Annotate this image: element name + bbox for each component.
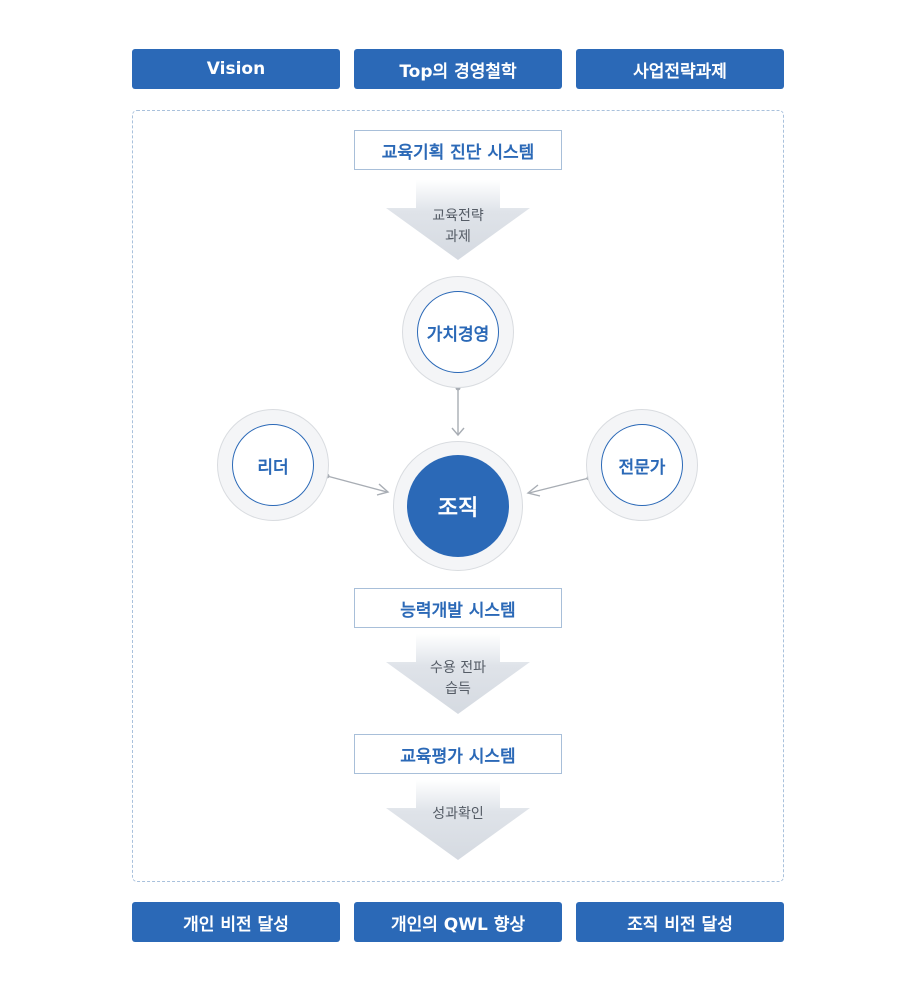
connector-right-head <box>526 484 541 497</box>
personal-qwl-button[interactable]: 개인의 QWL 향상 <box>354 902 562 942</box>
arrow-3-line-1: 성과확인 <box>432 806 484 822</box>
connector-top-head <box>451 427 465 437</box>
leader-node: 리더 <box>217 409 329 521</box>
arrow-2-line-1: 수용 전파 <box>430 660 486 676</box>
top-philosophy-button[interactable]: Top의 경영철학 <box>354 49 562 89</box>
arrow-1-line-2: 과제 <box>445 229 471 245</box>
process-frame <box>132 110 784 882</box>
business-strategy-button[interactable]: 사업전략과제 <box>576 49 784 89</box>
expert-label: 전문가 <box>601 424 683 506</box>
evaluation-system-box: 교육평가 시스템 <box>354 734 562 774</box>
organization-label: 조직 <box>407 455 509 557</box>
connector-left-head <box>376 483 390 496</box>
arrow-2-line-2: 습득 <box>445 681 471 697</box>
arrow-1-label: 교육전략 과제 <box>386 206 530 248</box>
vision-button[interactable]: Vision <box>132 49 340 89</box>
connector-right <box>528 477 590 494</box>
organization-vision-button[interactable]: 조직 비전 달성 <box>576 902 784 942</box>
arrow-2-label: 수용 전파 습득 <box>386 658 530 700</box>
organization-node: 조직 <box>393 441 523 571</box>
expert-node: 전문가 <box>586 409 698 521</box>
leader-label: 리더 <box>232 424 314 506</box>
development-system-box: 능력개발 시스템 <box>354 588 562 628</box>
value-management-node: 가치경영 <box>402 276 514 388</box>
value-management-label: 가치경영 <box>417 291 499 373</box>
diagnosis-system-box: 교육기획 진단 시스템 <box>354 130 562 170</box>
connector-left <box>326 475 388 493</box>
flow-arrow-2 <box>386 634 530 714</box>
arrow-3-label: 성과확인 <box>386 804 530 825</box>
personal-vision-button[interactable]: 개인 비전 달성 <box>132 902 340 942</box>
flow-arrow-1 <box>386 180 530 260</box>
flow-arrow-3 <box>386 780 530 860</box>
arrow-1-line-1: 교육전략 <box>432 208 484 224</box>
